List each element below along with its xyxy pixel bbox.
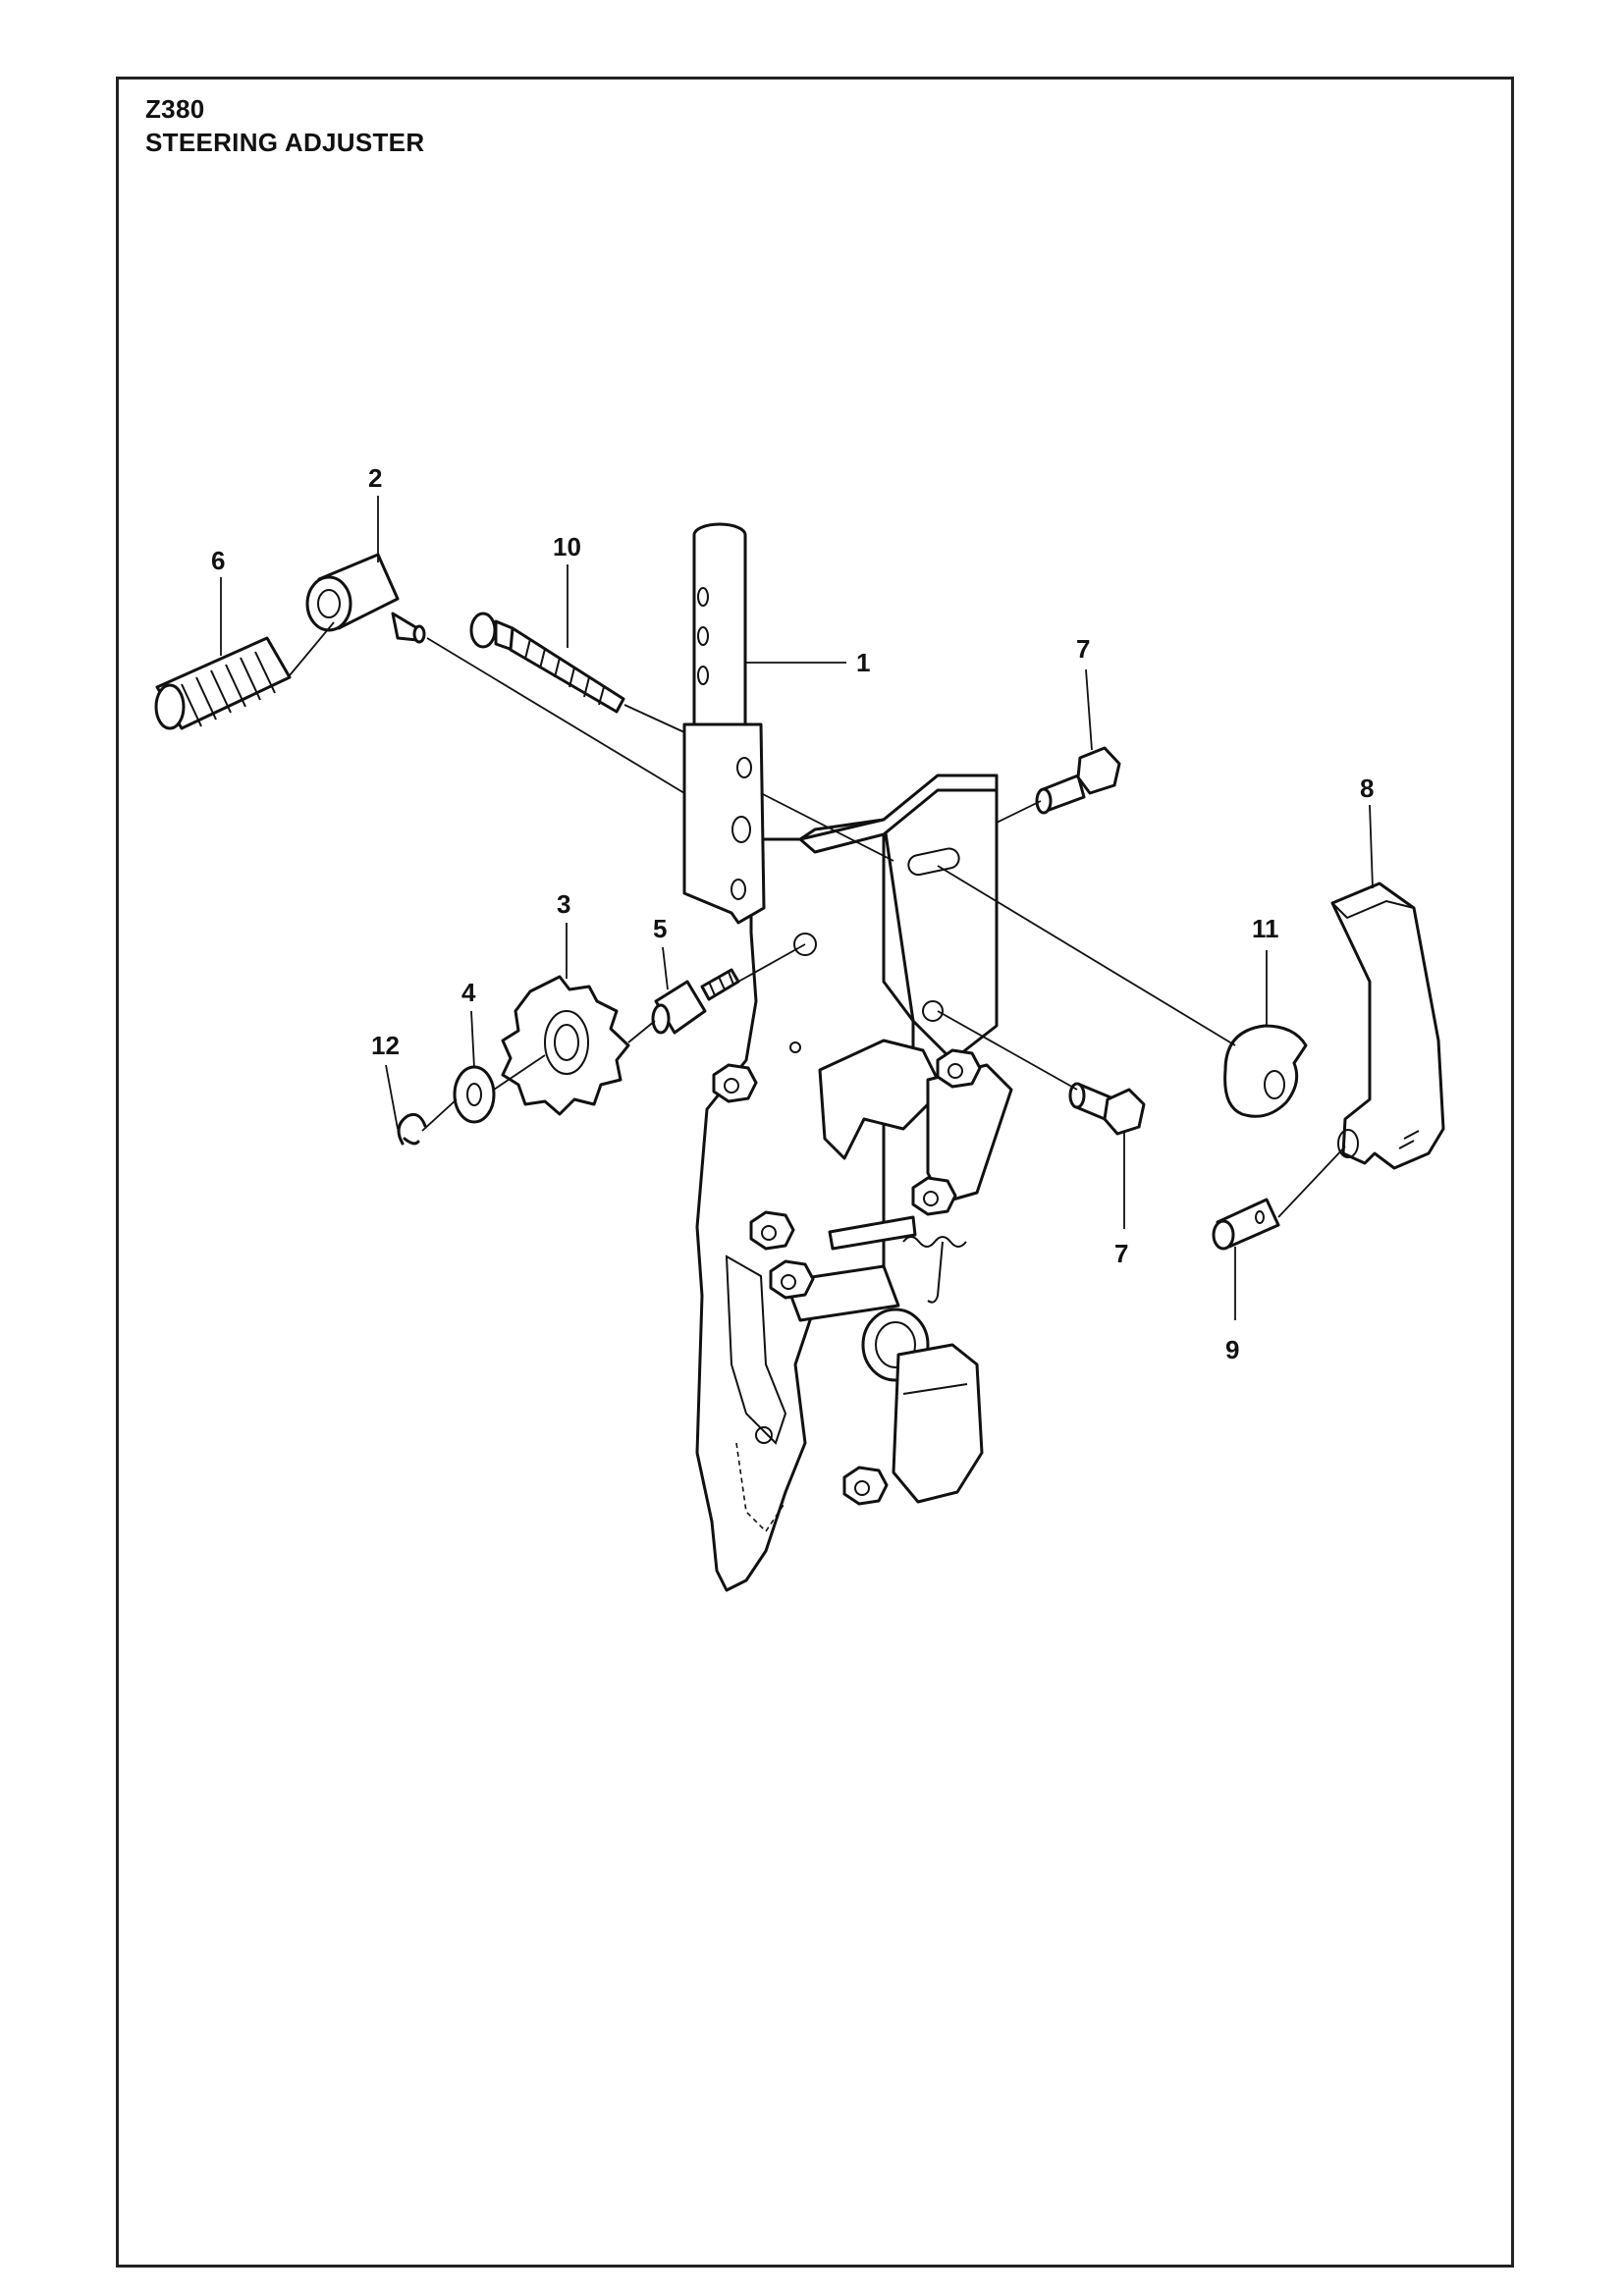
callout-7-lower: 7	[1114, 1239, 1128, 1268]
pivot-block	[305, 553, 426, 644]
flat-washer	[453, 1065, 496, 1124]
retaining-clip	[397, 1112, 427, 1146]
stud-nut	[651, 968, 740, 1035]
callout-2: 2	[368, 463, 382, 493]
model-name: Z380	[145, 94, 205, 124]
flange-bolt-upper	[1035, 746, 1121, 815]
callout-11: 11	[1252, 914, 1279, 943]
page-border	[116, 77, 1514, 2268]
hex-nut	[842, 1466, 889, 1506]
hex-nut	[936, 1048, 982, 1089]
set-screw	[154, 636, 292, 730]
callout-labels: 1 2 3 4 5 6 7 7 8 9 10 11 12	[211, 463, 1374, 1364]
adjuster-screw	[469, 612, 625, 714]
callout-5: 5	[653, 914, 667, 943]
release-handle	[1330, 881, 1445, 1170]
hex-nut	[911, 1176, 957, 1216]
callout-4: 4	[461, 978, 476, 1007]
steering-bracket-assembly	[695, 774, 1013, 1592]
callout-10: 10	[553, 532, 581, 561]
star-knob	[501, 975, 630, 1116]
callout-8: 8	[1360, 774, 1374, 803]
page-title: STEERING ADJUSTER	[145, 128, 425, 157]
cam-disc	[1223, 1024, 1308, 1118]
callout-3: 3	[557, 889, 570, 919]
callout-9: 9	[1225, 1335, 1239, 1364]
flange-bolt-lower	[1068, 1082, 1146, 1136]
hex-nut	[749, 1210, 795, 1251]
callout-12: 12	[371, 1031, 400, 1060]
callout-6: 6	[211, 546, 225, 575]
assembly-lines	[289, 621, 1346, 1218]
hex-nut	[712, 1063, 758, 1103]
hex-nut	[769, 1259, 815, 1300]
adjuster-column	[682, 522, 766, 925]
cross-pin	[1212, 1198, 1280, 1251]
callout-1: 1	[856, 648, 870, 677]
callout-7-upper: 7	[1076, 634, 1090, 664]
